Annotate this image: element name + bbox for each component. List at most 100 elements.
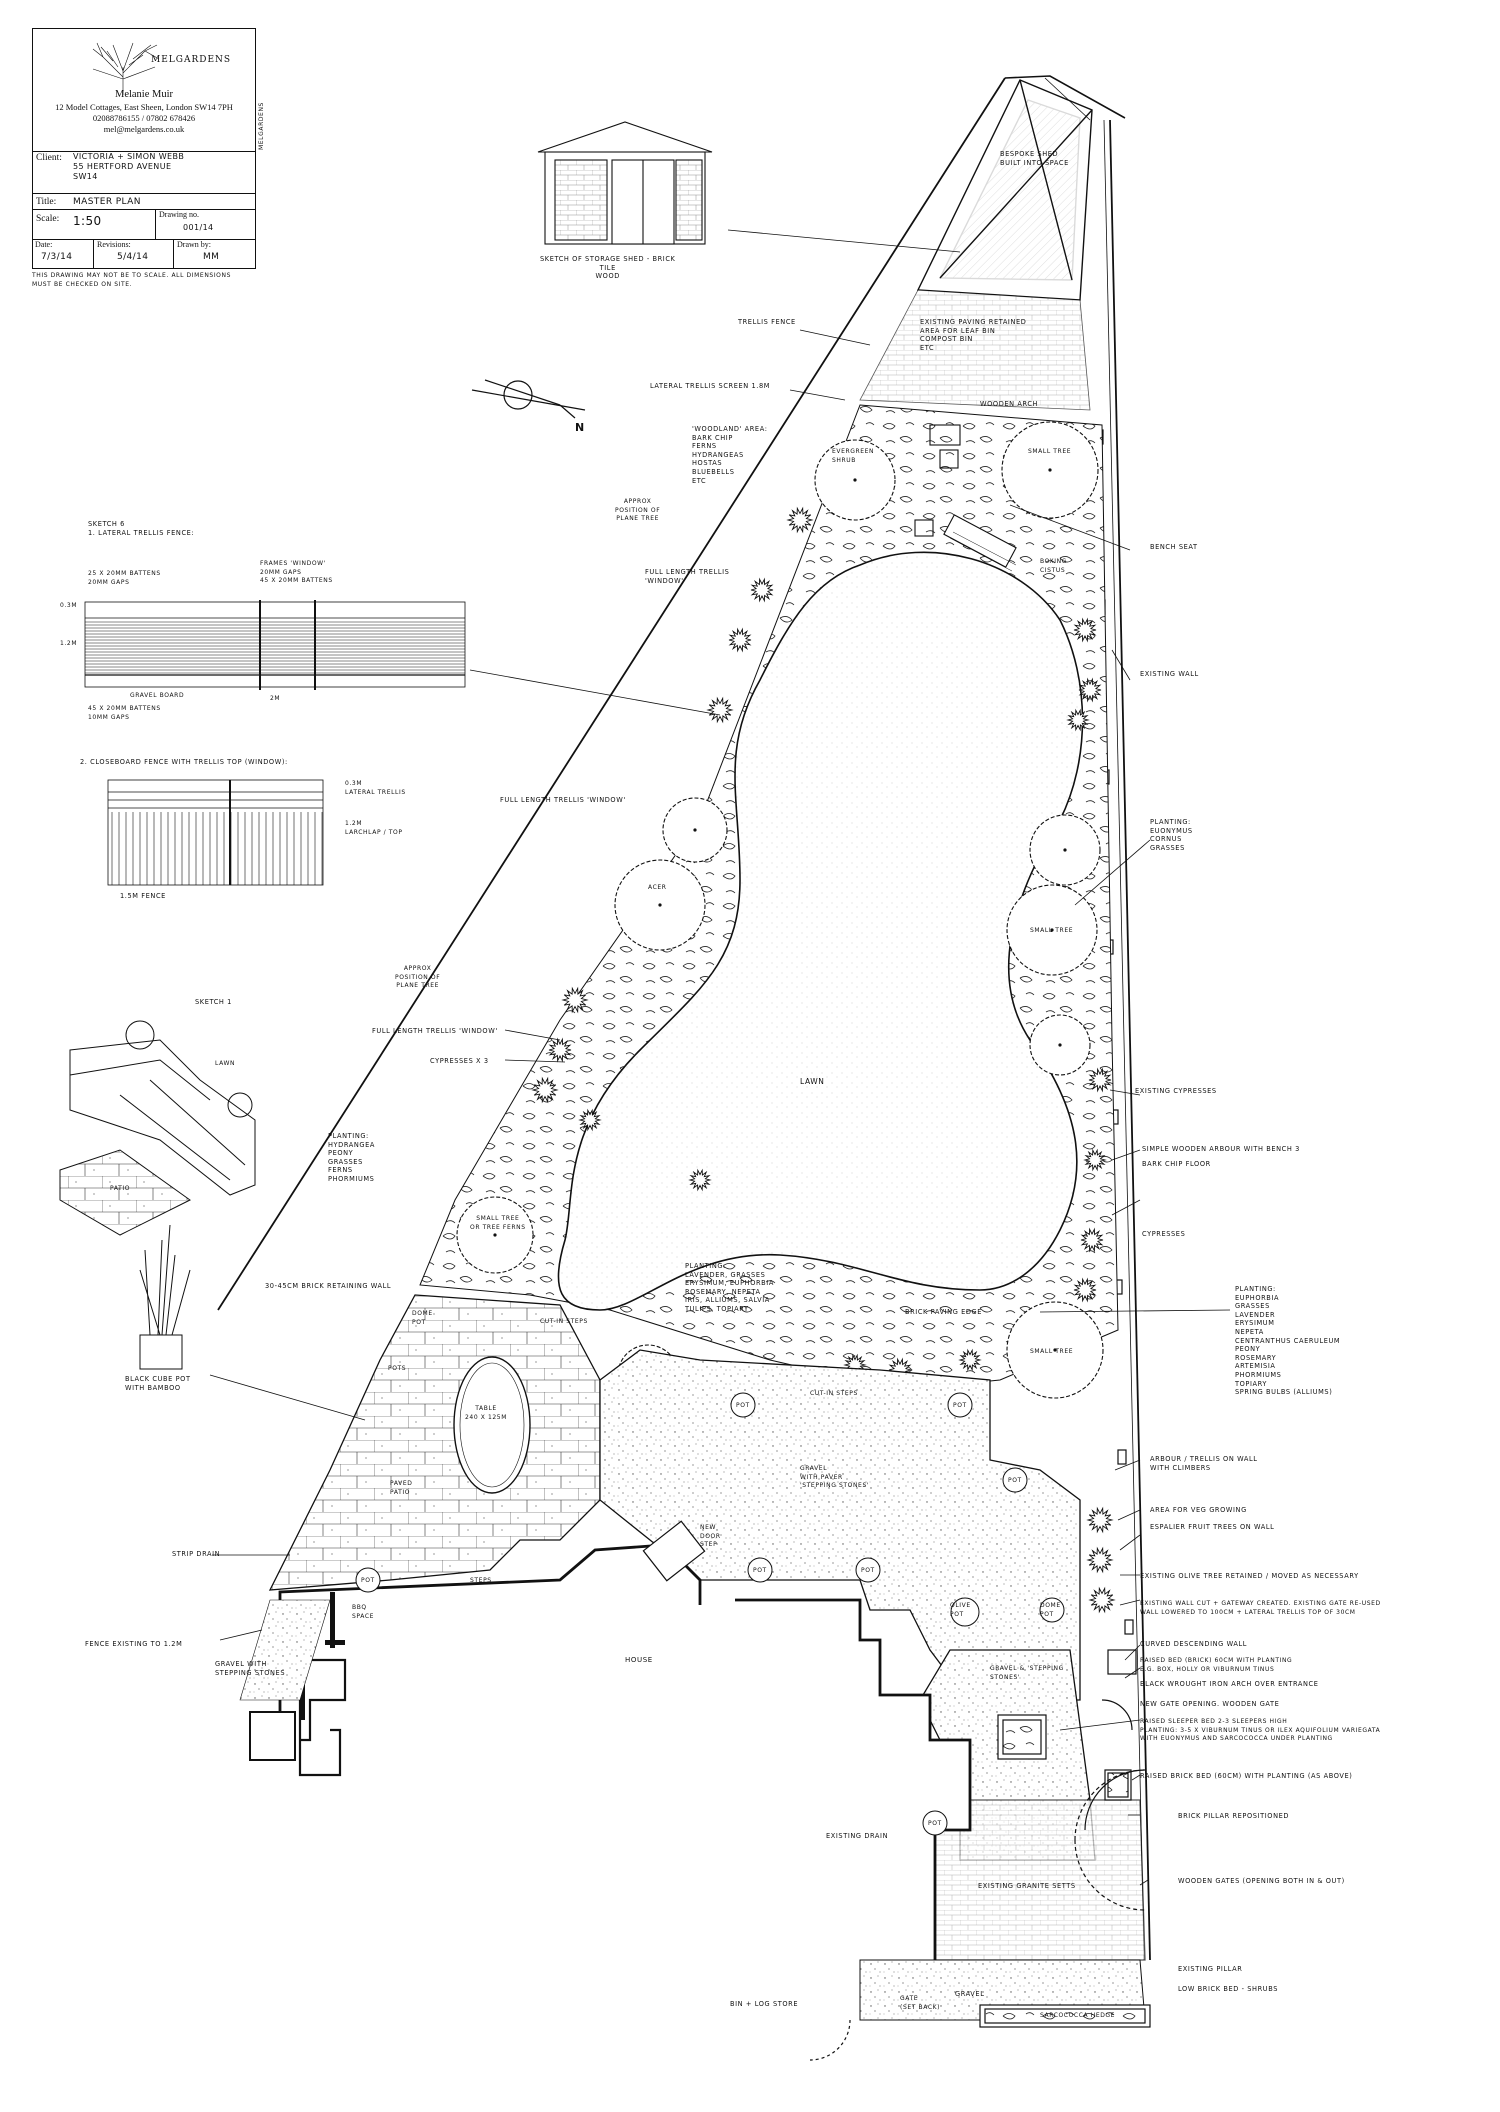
title-row: Title: MASTER PLAN [33,193,255,207]
label-area-veg: AREA FOR VEG GROWING [1150,1506,1247,1514]
north-arrow [471,379,586,419]
cypress-shrub [728,627,752,653]
fence1-title: SKETCH 6 1. LATERAL TRELLIS FENCE: [88,520,195,537]
label-sarcococca-hedge: SARCOCOCCA HEDGE [1040,2012,1116,2019]
cypress-shrub [1080,1227,1104,1253]
client-label: Client: [36,153,62,163]
label-olive-pot: OLIVE POT [950,1602,971,1618]
pot-caption: BLACK CUBE POT WITH BAMBOO [125,1375,191,1392]
label-bench-seat: BENCH SEAT [1150,543,1198,551]
label-house: HOUSE [625,1656,653,1664]
scale-label: Scale: [36,214,60,224]
date-value: 7/3/14 [41,252,73,262]
date-label: Date: [35,240,53,249]
label-existing-drain: EXISTING DRAIN [826,1832,889,1840]
title-block-footer: Date: 7/3/14 Revisions: 5/4/14 Drawn by:… [32,240,256,269]
label-raised-brick-bed: RAISED BRICK BED (60cm) WITH PLANTING (A… [1140,1772,1353,1780]
label-existing-wall-gateway: EXISTING WALL CUT + GATEWAY CREATED. EXI… [1140,1600,1381,1616]
label-table: TABLE 240 x 125M [465,1405,508,1421]
label-bin-store: BIN + LOG STORE [730,2000,799,2008]
fence1-battens: 25 x 20mm BATTENS 20mm GAPS [88,570,161,586]
cypress-shrub [578,1108,602,1132]
label-sleeper-bed: RAISED SLEEPER BED 2-3 SLEEPERS HIGH PLA… [1140,1718,1381,1743]
cypress-shrub [688,1168,712,1192]
label-pot-2: POT [953,1402,967,1409]
label-curved-wall: CURVED DESCENDING WALL [1140,1640,1248,1648]
cypress-shrub [958,1348,982,1372]
cypress-shrub [1083,1148,1107,1172]
title-block: MELGARDENS Melanie Muir 12 Model Cottage… [32,28,256,240]
label-iron-arch: BLACK WROUGHT IRON ARCH OVER ENTRANCE [1140,1680,1319,1688]
label-arbour-trellis: ARBOUR / TRELLIS ON WALL WITH CLIMBERS [1150,1455,1258,1472]
bespoke-shed [916,77,1093,301]
label-raised-bed: RAISED BED (BRICK) 60cm WITH PLANTING E.… [1140,1657,1293,1673]
label-full-trellis-1: FULL LENGTH TRELLIS 'WINDOW' [645,568,730,585]
fence1-gravel-board: GRAVEL BOARD [130,692,185,699]
bamboo-pot-sketch [139,1224,191,1370]
brand-name: MELGARDENS [151,55,232,65]
label-espalier: ESPALIER FRUIT TREES ON WALL [1150,1523,1275,1531]
label-olive-tree: EXISTING OLIVE TREE RETAINED / MOVED AS … [1140,1572,1359,1580]
designer-address: 12 Model Cottages, East Sheen, London SW… [55,102,233,112]
label-bbq: BBQ SPACE [352,1604,375,1620]
shed-sketch [537,121,713,245]
designer-logo-block: MELGARDENS Melanie Muir 12 Model Cottage… [33,29,255,152]
label-new-gate: NEW GATE OPENING. WOODEN GATE [1140,1700,1280,1708]
label-cut-in-steps-2: CUT-IN STEPS [810,1390,858,1397]
label-full-trellis-3: FULL LENGTH TRELLIS 'WINDOW' [372,1027,498,1035]
tree-logo-icon [92,42,160,95]
cypress-shrub [1086,1546,1114,1574]
label-pot-3: POT [1008,1477,1022,1484]
scale-value: 1:50 [73,214,102,228]
designer-website: mel@melgardens.co.uk [103,124,185,134]
label-gravel-front: GRAVEL [955,1990,985,1998]
label-granite-setts: EXISTING GRANITE SETTS [978,1882,1076,1890]
label-planting-2: PLANTING: HYDRANGEA PEONY GRASSES FERNS … [328,1132,376,1183]
label-wooden-arch: WOODEN ARCH [980,400,1039,408]
label-acer: ACER [648,884,667,891]
label-steps: STEPS [470,1577,492,1584]
label-brick-pillar: BRICK PILLAR REPOSITIONED [1178,1812,1290,1820]
fence1-frames: FRAMES 'WINDOW' 20mm GAPS 45 x 20mm BATT… [260,560,333,585]
label-dome-pot-small: DOME POT [412,1310,433,1326]
bench-seat [943,514,1017,572]
fence2-caption: 1.5M FENCE [120,892,166,900]
label-approx-position-1: APPROX POSITION OF PLANE TREE [615,498,661,523]
label-trellis-fence: TRELLIS FENCE [738,318,796,326]
cypress-shrub [1086,1506,1114,1534]
label-full-trellis-2: FULL LENGTH TRELLIS 'WINDOW' [500,796,626,804]
label-low-brick-bed: LOW BRICK BED - SHRUBS [1178,1985,1278,1993]
fence1-h1: 0.3m [60,602,78,609]
steps-sketch [59,1020,256,1236]
cypress-shrub [1078,677,1102,703]
cypress-shrub [706,696,734,724]
cypress-shrub [786,506,814,534]
label-pot-4: POT [753,1567,767,1574]
label-brick-edge: BRICK PAVING EDGE [905,1308,983,1316]
label-lawn: LAWN [800,1077,825,1086]
house [249,1543,972,1982]
cypress-shrub [548,1037,572,1063]
lawn [557,551,1084,1311]
label-existing-pillar: EXISTING PILLAR [1178,1965,1243,1973]
drawn-by-label: Drawn by: [177,240,211,249]
label-planting-3: PLANTING: LAVENDER, GRASSES ERYSIMUM, EU… [685,1262,774,1313]
drawing-no-value: 001/14 [183,223,214,232]
fence2-trellis: 0.3m LATERAL TRELLIS [345,780,406,796]
label-pot-7: POT [928,1820,942,1827]
label-small-tree-1: SMALL TREE [1028,448,1072,455]
designer-phone: 02088786155 / 07802 678426 [92,113,196,123]
revisions-label: Revisions: [97,240,131,249]
scale-note: THIS DRAWING MAY NOT BE TO SCALE. ALL DI… [32,272,232,288]
label-planting-1: PLANTING: EUONYMUS CORNUS GRASSES [1150,818,1193,852]
fence-sketch-1 [84,600,466,690]
wooden-arch [914,424,961,537]
side-gravel [239,1599,331,1701]
patio-table [453,1356,531,1494]
label-approx-position-2: APPROX POSITION OF PLANE TREE [395,965,441,990]
fence-sketch-2 [107,779,324,886]
pots [355,1392,1065,1836]
compass-n: N [575,421,585,434]
designer-name: Melanie Muir [114,89,174,100]
